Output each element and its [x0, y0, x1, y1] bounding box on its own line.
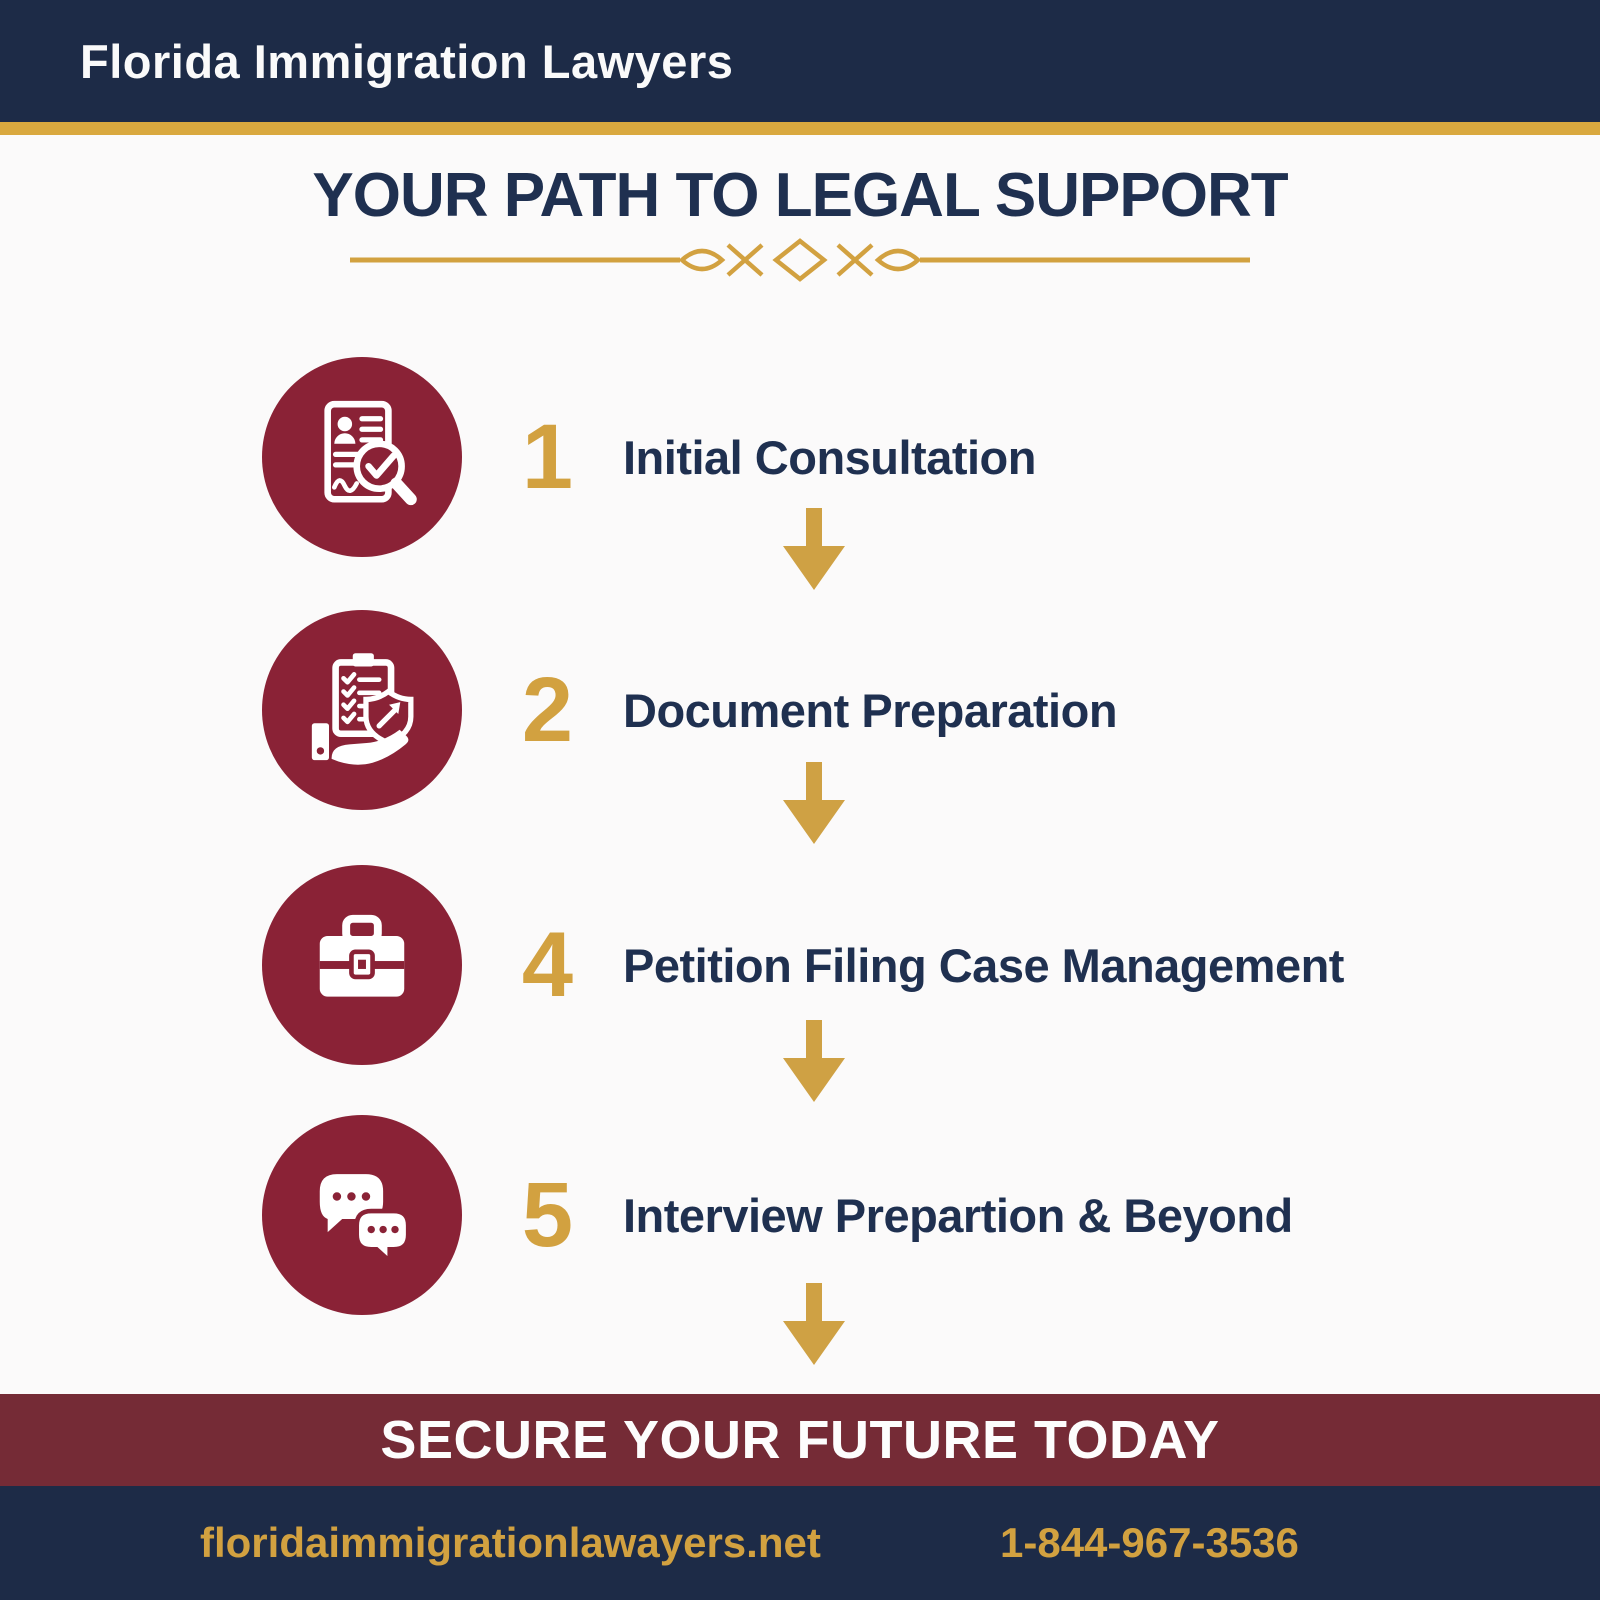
phone-number-text: 1-844-967-3536: [1000, 1519, 1299, 1566]
clipboard-shield-hand-icon: [311, 653, 414, 765]
down-arrow-icon: [783, 762, 845, 844]
cta-banner: SECURE YOUR FUTURE TODAY: [0, 1394, 1600, 1486]
briefcase-icon: [319, 914, 405, 997]
step-row-4: 5 Interview Prepartion & Beyond: [262, 1115, 1293, 1315]
step-row-1: 1 Initial Consultation: [262, 357, 1036, 557]
header-bar: Florida Immigration Lawyers: [0, 0, 1600, 122]
ornament-divider-icon: [350, 238, 1250, 282]
step-1-badge: [262, 357, 462, 557]
step-3-badge: [262, 865, 462, 1065]
down-arrow-icon: [783, 508, 845, 590]
step-row-3: 4 Petition Filing Case Management: [262, 865, 1344, 1065]
step-label: Document Preparation: [623, 683, 1118, 737]
website-text: floridaimmigrationlawayers.net: [200, 1519, 821, 1566]
step-label: Initial Consultation: [623, 430, 1036, 484]
step-4-badge: [262, 1115, 462, 1315]
brand-name: Florida Immigration Lawyers: [80, 34, 734, 88]
step-number: 2: [521, 659, 574, 761]
down-arrow-icon: [783, 1020, 845, 1102]
step-row-2: 2 Document Preparation: [262, 610, 1118, 810]
step-label: Petition Filing Case Management: [623, 938, 1344, 992]
step-number: 1: [521, 406, 574, 508]
footer-bar: floridaimmigrationlawayers.net 1-844-967…: [0, 1486, 1600, 1600]
page-title: YOUR PATH TO LEGAL SUPPORT: [312, 161, 1288, 230]
step-number: 5: [521, 1164, 574, 1266]
step-2-badge: [262, 610, 462, 810]
gold-divider-strip: [0, 122, 1600, 135]
chat-bubbles-icon: [319, 1174, 411, 1267]
cta-text: SECURE YOUR FUTURE TODAY: [380, 1410, 1220, 1470]
down-arrow-icon: [783, 1283, 845, 1365]
step-number: 4: [521, 914, 574, 1016]
step-label: Interview Prepartion & Beyond: [623, 1188, 1293, 1242]
document-search-icon: [324, 400, 417, 506]
